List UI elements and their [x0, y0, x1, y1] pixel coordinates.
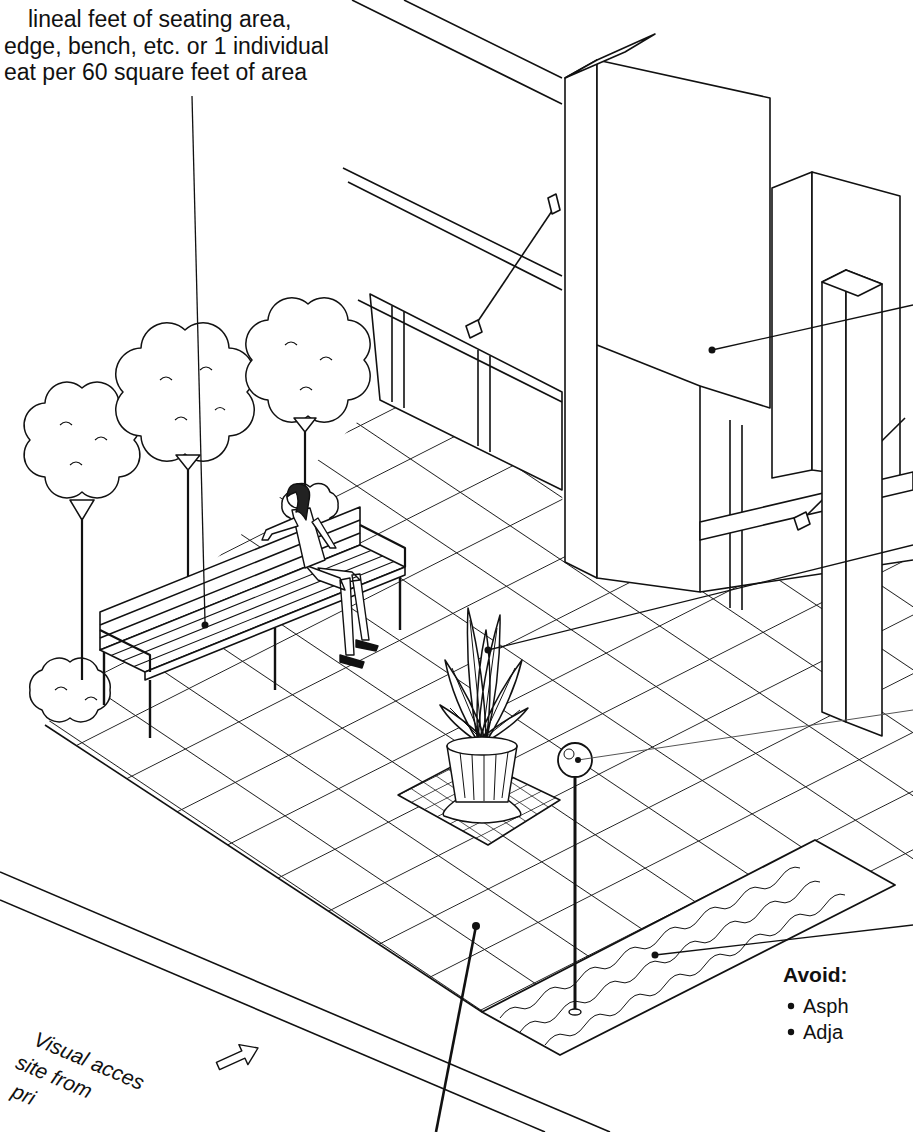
paving-edge: [45, 725, 482, 1012]
bench: [100, 507, 405, 738]
person-foot: [340, 655, 364, 668]
lamp-highlight: [564, 749, 574, 759]
bullet: [788, 1003, 794, 1009]
curb-line: [0, 900, 545, 1132]
leader-line: [712, 305, 913, 350]
shrub: [30, 658, 110, 722]
building-line: [343, 0, 562, 290]
bench-slat: [111, 551, 394, 667]
leader-dot: [472, 922, 480, 930]
bench-arm: [100, 525, 405, 672]
access-note: pri: [8, 1078, 39, 1110]
leader-line: [192, 96, 205, 622]
column-top: [822, 270, 882, 296]
pier-side: [772, 172, 812, 478]
planting-bed: [482, 840, 895, 1055]
pot-flute: [460, 752, 508, 801]
paving: [45, 400, 913, 1055]
hanging-rod: [472, 205, 556, 330]
lamp-globe: [558, 743, 592, 777]
person-arm: [262, 518, 336, 548]
leader-dot: [485, 647, 492, 654]
leaders: [192, 96, 913, 1132]
pier-cap: [565, 34, 655, 78]
leader-line: [436, 926, 476, 1132]
lamp: [558, 743, 592, 1015]
plant-leaf: [440, 608, 528, 742]
bullet: [788, 1029, 794, 1035]
column-side: [822, 270, 846, 722]
person-foot: [356, 640, 378, 651]
storefront: [370, 294, 562, 490]
rod-bracket: [794, 512, 810, 530]
avoid-heading: Avoid:: [783, 962, 848, 987]
tree-canopy: [246, 298, 370, 422]
column-front: [846, 270, 882, 736]
person-leg: [305, 565, 354, 655]
pot-base: [443, 800, 521, 823]
avoid-item: Asph: [803, 994, 849, 1018]
trunk-fork: [70, 418, 316, 520]
person: [262, 484, 378, 668]
person-hair: [287, 484, 310, 520]
view-arrow: [216, 1045, 258, 1070]
leaf-rib: [450, 620, 520, 740]
person-torso: [292, 508, 325, 568]
leader-dot: [652, 952, 659, 959]
tree-canopy: [116, 323, 254, 461]
pier-side: [565, 60, 597, 578]
seating-note: lineal feet of seating area, edge, bench…: [4, 6, 344, 86]
storefront-rail: [358, 300, 562, 452]
lamp-base: [569, 1009, 581, 1015]
bed-outline: [482, 840, 895, 1055]
leader-dot: [575, 757, 581, 763]
leader-dot: [202, 622, 209, 629]
leader-line: [488, 545, 913, 650]
leader-line: [578, 710, 913, 760]
building: [343, 0, 913, 736]
leader-line: [655, 925, 913, 955]
leader-dot: [709, 347, 716, 354]
rod-bracket: [466, 194, 560, 338]
bench-edge: [145, 567, 405, 680]
pier-step: [597, 345, 700, 386]
lamp-pole: [574, 778, 577, 1012]
pot-rim: [447, 737, 517, 755]
avoid-item: Adja: [803, 1020, 843, 1044]
planter: [398, 608, 560, 845]
bed-shrubs: [500, 867, 845, 1045]
